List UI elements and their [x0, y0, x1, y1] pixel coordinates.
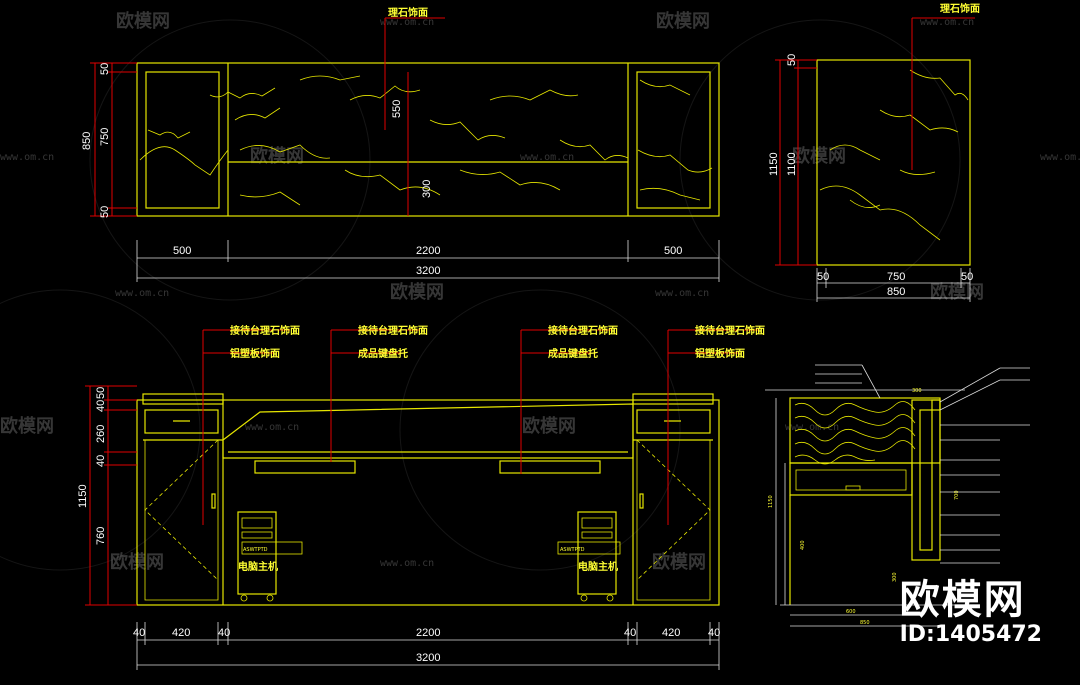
watermark-brand: 欧模网: [390, 281, 444, 303]
side-elevation: 理石饰面 50 1100 1150 50 750 50 850: [768, 2, 980, 302]
section-dim-bottom-1: 600: [846, 609, 856, 615]
watermark-url: www.om.cn: [655, 288, 709, 299]
back-dim-left-5: 760: [95, 527, 107, 545]
keyboard-tray-right: [499, 460, 601, 474]
watermark-brand: 欧模网: [652, 551, 706, 573]
side-dim-bottom-2: 750: [887, 271, 905, 283]
side-marble-veining: [819, 69, 969, 241]
svg-text:ASWTPTD: ASWTPTD: [243, 547, 268, 553]
front-marble-label: 理石饰面: [388, 6, 428, 19]
section-leaders: [815, 364, 1030, 564]
watermark-url: www.om.cn: [380, 17, 434, 28]
callout-2-line2: 成品键盘托: [358, 347, 408, 360]
dim-bottom-2: 2200: [416, 245, 440, 257]
right-inset-panel: [636, 71, 711, 209]
computer-label: 电脑主机: [238, 560, 278, 573]
stamp-id: ID:1405472: [899, 622, 1042, 647]
watermark-brand: 欧模网: [930, 281, 984, 303]
dim-bottom-3: 500: [664, 245, 682, 257]
watermark-brand: 欧模网: [0, 415, 54, 437]
back-dim-left-2: 40: [95, 400, 107, 412]
callout-3-line1: 接待台理石饰面: [548, 324, 618, 337]
section-dim-side-1: 700: [954, 490, 960, 500]
back-dim-bottom-5: 40: [624, 627, 636, 639]
watermark-url: www.om.cn: [520, 152, 574, 163]
keyboard-tray-left: [254, 460, 356, 474]
side-dim-bottom-1: 50: [817, 271, 829, 283]
side-dim-left-2: 1100: [786, 152, 798, 176]
front-panel-outline: [136, 62, 720, 217]
marble-veining: [139, 75, 713, 206]
dim-total: 3200: [416, 265, 440, 277]
watermark-stamp: 欧模网 ID:1405472: [900, 578, 1042, 648]
watermark-url: www.om.cn: [1040, 152, 1080, 163]
side-dim-total: 850: [887, 286, 905, 298]
watermark-url: www.om.cn: [115, 288, 169, 299]
stamp-title: 欧模网: [899, 577, 1026, 623]
callout-group: 接待台理石饰面 铝塑板饰面 接待台理石饰面 成品键盘托 接待台理石饰面 成品键盘…: [202, 324, 765, 525]
watermark-layer: 欧模网 欧模网 欧模网 欧模网 欧模网 欧模网 欧模网 欧模网 欧模网 欧模网 …: [0, 10, 1080, 573]
back-dim-bottom-7: 40: [708, 627, 720, 639]
dim-left-total: 850: [81, 132, 93, 150]
dim-bottom-1: 500: [173, 245, 191, 257]
left-drawer: [144, 409, 219, 434]
section-dim-side-2: 400: [800, 540, 806, 550]
callout-1-line1: 接待台理石饰面: [230, 324, 300, 337]
watermark-url: www.om.cn: [920, 17, 974, 28]
dim-inner-a: 550: [391, 100, 403, 118]
callout-2-line1: 接待台理石饰面: [358, 324, 428, 337]
watermark-brand: 欧模网: [792, 145, 846, 167]
section-dim-side-3: 300: [892, 572, 898, 582]
computer-case-left: ASWTPTD 电脑主机: [237, 511, 303, 602]
computer-label: 电脑主机: [578, 560, 618, 573]
watermark-brand: 欧模网: [656, 10, 710, 32]
watermark-brand: 欧模网: [250, 145, 304, 167]
callout-1-line2: 铝塑板饰面: [230, 347, 280, 360]
watermark-brand: 欧模网: [522, 415, 576, 437]
side-dim-bottom-3: 50: [961, 271, 973, 283]
side-dim-left-1: 50: [786, 54, 798, 66]
watermark-url: www.om.cn: [245, 422, 299, 433]
marble-hatch: [794, 401, 916, 465]
computer-case-right: ASWTPTD 电脑主机: [557, 511, 621, 602]
side-panel-outline: [816, 59, 971, 266]
back-dim-bottom-3: 40: [218, 627, 230, 639]
dim-left-1: 50: [99, 63, 111, 75]
desk-outline: [136, 399, 720, 606]
callout-4-line2: 铝塑板饰面: [695, 347, 745, 360]
svg-text:ASWTPTD: ASWTPTD: [560, 547, 585, 553]
right-drawer: [636, 409, 711, 434]
back-elevation: ASWTPTD 电脑主机 ASWTPTD 电脑主机 接待台理石饰面 铝塑板饰面: [77, 324, 765, 670]
back-dim-left-1: 50: [95, 387, 107, 399]
back-dim-bottom-4: 2200: [416, 627, 440, 639]
section-detail: 600 850 300 700 400 300 1150: [765, 364, 1030, 627]
back-dim-left-total: 1150: [77, 484, 89, 508]
back-dim-bottom-6: 420: [662, 627, 680, 639]
callout-3-line2: 成品键盘托: [548, 347, 598, 360]
dim-left-2: 750: [99, 128, 111, 146]
left-inset-panel: [145, 71, 220, 209]
section-dim-side-4: 1150: [768, 495, 774, 508]
side-marble-label: 理石饰面: [940, 2, 980, 15]
side-dim-left-total: 1150: [768, 152, 780, 176]
watermark-url: www.om.cn: [0, 152, 54, 163]
dim-inner-b: 300: [421, 180, 433, 198]
section-dim-bottom-2: 850: [860, 620, 870, 626]
dim-left-3: 50: [99, 206, 111, 218]
front-elevation: 理石饰面 550 300 50 750 50 850 500 2200 500 …: [81, 6, 720, 282]
back-dim-left-4: 40: [95, 455, 107, 467]
watermark-brand: 欧模网: [116, 10, 170, 32]
callout-4-line1: 接待台理石饰面: [695, 324, 765, 337]
back-dim-bottom-1: 40: [133, 627, 145, 639]
back-dim-total: 3200: [416, 652, 440, 664]
back-dim-left-3: 260: [95, 425, 107, 443]
section-dim-top: 300: [912, 388, 922, 394]
watermark-url: www.om.cn: [785, 422, 839, 433]
back-dim-bottom-2: 420: [172, 627, 190, 639]
watermark-url: www.om.cn: [380, 558, 434, 569]
